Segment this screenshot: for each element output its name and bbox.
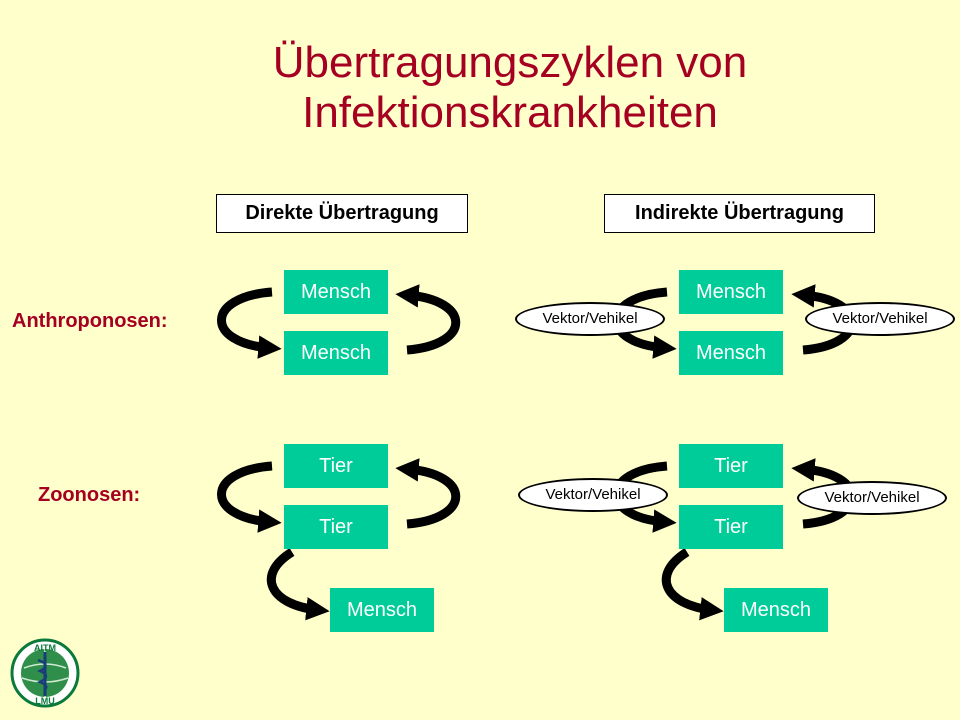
vector-ellipse-anthro-right: Vektor/Vehikel [805,302,955,336]
node-zoo-indirect-bottom: Tier [679,505,783,549]
node-anthro-direct-top: Mensch [284,270,388,314]
arrow-anthro-direct-left [217,287,282,359]
node-anthro-indirect-bottom: Mensch [679,331,783,375]
vector-ellipse-anthro-left: Vektor/Vehikel [515,302,665,336]
logo-top-text: AITM [34,643,56,653]
vector-ellipse-zoo-left: Vektor/Vehikel [518,478,668,512]
row-label-zoonosen: Zoonosen: [38,484,141,506]
slide-title: Übertragungszyklen von Infektionskrankhe… [0,38,960,138]
aitm-lmu-logo: AITM LMU [10,638,80,708]
node-zoo-direct-human: Mensch [330,588,434,632]
header-direct-transmission: Direkte Übertragung [216,194,468,233]
node-zoo-direct-bottom: Tier [284,505,388,549]
row-label-anthroponosen: Anthroponosen: [12,310,168,332]
vector-ellipse-zoo-right: Vektor/Vehikel [797,481,947,515]
arrow-zoo-indirect-to-human [661,548,724,621]
node-zoo-indirect-human: Mensch [724,588,828,632]
title-line-2: Infektionskrankheiten [302,88,718,137]
arrow-zoo-direct-right [395,458,461,529]
arrow-zoo-direct-to-human [266,548,330,621]
title-line-1: Übertragungszyklen von [272,38,748,87]
logo-bottom-text: LMU [35,696,55,706]
node-zoo-indirect-top: Tier [679,444,783,488]
arrow-anthro-direct-right [395,284,461,355]
header-indirect-transmission: Indirekte Übertragung [604,194,875,233]
arrow-zoo-direct-left [217,461,282,533]
node-anthro-direct-bottom: Mensch [284,331,388,375]
node-zoo-direct-top: Tier [284,444,388,488]
node-anthro-indirect-top: Mensch [679,270,783,314]
